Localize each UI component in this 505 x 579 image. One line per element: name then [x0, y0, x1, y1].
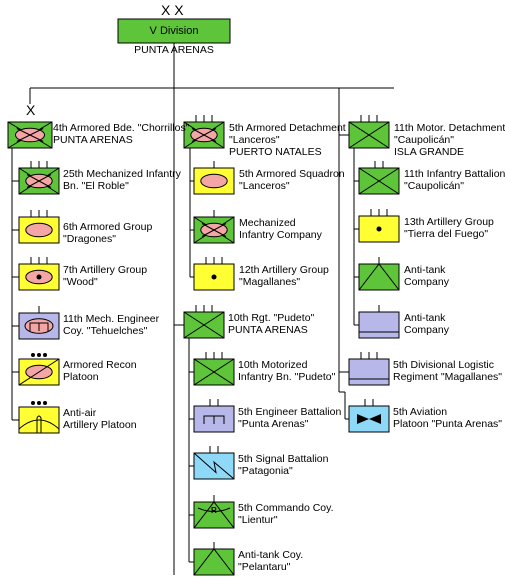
unit-label-u17: Anti-tank Coy."Pelantaru": [238, 549, 304, 573]
unit-label-u16: 5th Commando Coy."Lientur": [238, 502, 334, 526]
svg-text:R: R: [211, 506, 217, 515]
unit-symbol-u8: [183, 115, 225, 149]
unit-symbol-u17: [193, 542, 235, 576]
unit-symbol-u22: [358, 305, 400, 339]
unit-label-u18: 11th Motor. Detachment"Caupolicán"ISLA G…: [394, 122, 505, 158]
unit-symbol-u12: [183, 305, 225, 339]
unit-symbol-u5: [18, 306, 60, 340]
unit-label-u19: 11th Infantry Battalion"Caupolicán": [404, 168, 505, 192]
unit-symbol-u4: [18, 257, 60, 291]
unit-symbol-u9: [193, 161, 235, 195]
unit-label-u4: 7th Artillery Group"Wood": [63, 264, 148, 288]
unit-symbol-u14: [193, 399, 235, 433]
unit-symbol-u24: [348, 399, 390, 433]
root-echelon: X X: [161, 2, 184, 18]
unit-symbol-u16: R: [193, 495, 235, 529]
unit-symbol-u21: [358, 257, 400, 291]
unit-symbol-u19: [358, 161, 400, 195]
unit-symbol-u23: [348, 352, 390, 386]
root-unit-symbol: [117, 18, 231, 44]
unit-symbol-u15: [193, 446, 235, 480]
unit-symbol-u13: [193, 352, 235, 386]
unit-label-u12: 10th Rgt. "Pudeto"PUNTA ARENAS: [228, 312, 315, 336]
unit-symbol-u2: [18, 161, 60, 195]
unit-symbol-u11: [193, 257, 235, 291]
brigade-echelon: X: [26, 102, 36, 118]
unit-symbol-u6: [18, 353, 60, 386]
unit-symbol-u20: [358, 209, 400, 243]
unit-label-u11: 12th Artillery Group"Magallanes": [239, 264, 329, 288]
unit-label-u15: 5th Signal Battalion"Patagonia": [238, 453, 329, 477]
unit-symbol-u3: [18, 210, 60, 244]
unit-label-u9: 5th Armored Squadron"Lanceros": [239, 168, 345, 192]
unit-label-u14: 5th Engineer Battalion"Punta Arenas": [238, 406, 342, 430]
unit-symbol-u7: [18, 401, 60, 434]
unit-label-u3: 6th Armored Group"Dragones": [63, 221, 153, 245]
unit-symbol-u10: [193, 210, 235, 244]
unit-symbol-u18: [348, 115, 390, 149]
root-unit-location: PUNTA ARENAS: [134, 44, 214, 56]
unit-label-u1: 4th Armored Bde. "Chorrillos"PUNTA ARENA…: [53, 122, 190, 146]
unit-symbol-u1: [7, 121, 53, 149]
unit-label-u8: 5th Armored Detachment"Lanceros"PUERTO N…: [229, 122, 346, 158]
root-unit-name: V Division: [149, 25, 199, 37]
unit-label-u20: 13th Artillery Group"Tierra del Fuego": [404, 216, 494, 240]
